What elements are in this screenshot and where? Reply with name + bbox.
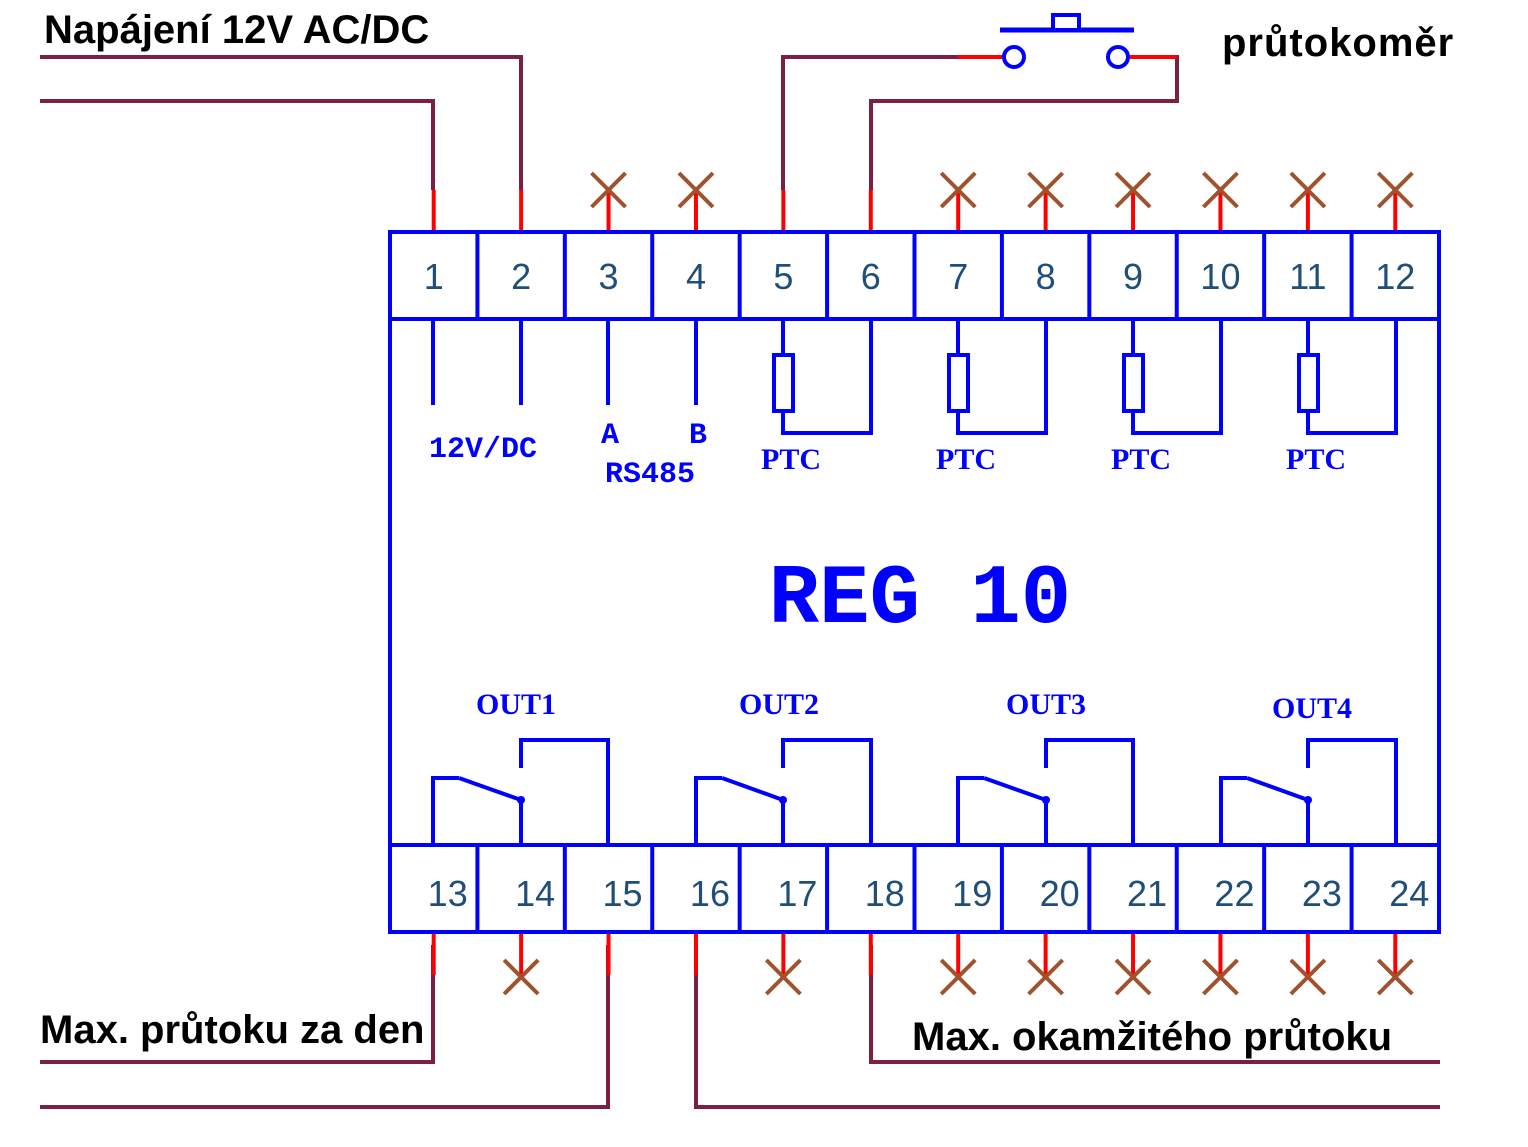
- ptc-sensor-4: [1297, 319, 1398, 435]
- terminal-1: 1: [424, 256, 444, 297]
- ptc-sensor-1: [772, 319, 873, 435]
- terminal-19: 19: [952, 873, 992, 914]
- unused-mark-24: [1376, 958, 1414, 996]
- ptc-label-4: PTC: [1286, 443, 1346, 476]
- unused-mark-17: [764, 958, 802, 996]
- rs485-a-label: A: [601, 419, 619, 453]
- out3-label: OUT3: [1006, 688, 1086, 721]
- terminal-5: 5: [773, 256, 793, 297]
- unused-mark-10: [1202, 171, 1239, 209]
- relay-out2: [694, 738, 873, 845]
- terminal-16: 16: [690, 873, 730, 914]
- maxinstant-wire-18: [869, 945, 1440, 1064]
- bottom-terminal-block: [390, 843, 1439, 932]
- unused-mark-23: [1289, 958, 1327, 996]
- terminal-17: 17: [777, 873, 817, 914]
- external-wires: [40, 55, 1440, 1109]
- terminal-9: 9: [1123, 256, 1143, 297]
- terminal-8: 8: [1036, 256, 1056, 297]
- terminal-11: 11: [1289, 256, 1326, 297]
- unused-mark-21: [1114, 958, 1152, 996]
- unused-mark-12: [1376, 171, 1414, 209]
- bottom-terminal-numbers: 13 14 15 16 17 18 19 20 21 22 23 24: [428, 873, 1430, 914]
- unused-mark-3: [590, 171, 627, 209]
- ptc-label-2: PTC: [936, 443, 996, 476]
- terminal-15: 15: [603, 873, 643, 914]
- terminal-18: 18: [865, 873, 905, 914]
- unused-mark-8: [1027, 171, 1065, 209]
- terminal-stubs: [431, 190, 1398, 975]
- unused-mark-19: [939, 958, 977, 996]
- flowmeter-switch-icon: [958, 13, 1177, 69]
- power-wire-2: [40, 55, 523, 190]
- out2-label: OUT2: [739, 688, 819, 721]
- rs485-label: RS485: [605, 458, 695, 492]
- power-supply-label: Napájení 12V AC/DC: [44, 8, 429, 52]
- unused-mark-4: [677, 171, 715, 209]
- terminal-13: 13: [428, 873, 468, 914]
- top-terminal-block: [390, 232, 1439, 321]
- terminal-24: 24: [1389, 873, 1429, 914]
- unused-mark-20: [1027, 958, 1065, 996]
- device-title: REG 10: [769, 553, 1071, 648]
- terminal-2: 2: [511, 256, 531, 297]
- unused-mark-7: [939, 171, 977, 209]
- terminal-22: 22: [1214, 873, 1254, 914]
- unused-mark-22: [1202, 958, 1239, 996]
- terminal-6: 6: [861, 256, 881, 297]
- relay-pivots: [517, 796, 1312, 804]
- relay-out1: [431, 738, 610, 845]
- ptc-sensor-3: [1122, 319, 1223, 435]
- terminal-14: 14: [515, 873, 555, 914]
- terminal-12: 12: [1375, 256, 1415, 297]
- terminal-21: 21: [1127, 873, 1167, 914]
- maxday-wire-13: [40, 945, 435, 1064]
- rs485-b-label: B: [689, 419, 707, 453]
- ptc-label-1: PTC: [761, 443, 821, 476]
- terminal-10: 10: [1200, 256, 1240, 297]
- terminal-4: 4: [686, 256, 706, 297]
- power-input-label: 12V/DC: [429, 433, 537, 467]
- unused-mark-9: [1114, 171, 1152, 209]
- terminal-23: 23: [1302, 873, 1342, 914]
- relay-out4: [1219, 738, 1398, 845]
- unused-mark-11: [1289, 171, 1327, 209]
- max-instant-flow-label: Max. okamžitého průtoku: [912, 1015, 1392, 1059]
- power-wire-1: [40, 99, 435, 190]
- maxday-wire-15: [40, 945, 610, 1109]
- unused-terminal-marks: [502, 171, 1414, 996]
- internal-schematic: [431, 319, 1398, 845]
- flowmeter-label: průtokoměr: [1222, 21, 1454, 65]
- terminal-7: 7: [948, 256, 968, 297]
- terminal-3: 3: [599, 256, 619, 297]
- unused-mark-14: [502, 958, 540, 996]
- terminal-20: 20: [1040, 873, 1080, 914]
- out4-label: OUT4: [1272, 692, 1352, 725]
- ptc-sensor-2: [947, 319, 1048, 435]
- flowmeter-wire-6: [869, 55, 1179, 190]
- max-day-flow-label: Max. průtoku za den: [40, 1008, 425, 1052]
- out1-label: OUT1: [476, 688, 556, 721]
- flowmeter-wire-5: [781, 55, 958, 190]
- maxinstant-wire-16: [694, 945, 1440, 1109]
- ptc-label-3: PTC: [1111, 443, 1171, 476]
- relay-out3: [956, 738, 1135, 845]
